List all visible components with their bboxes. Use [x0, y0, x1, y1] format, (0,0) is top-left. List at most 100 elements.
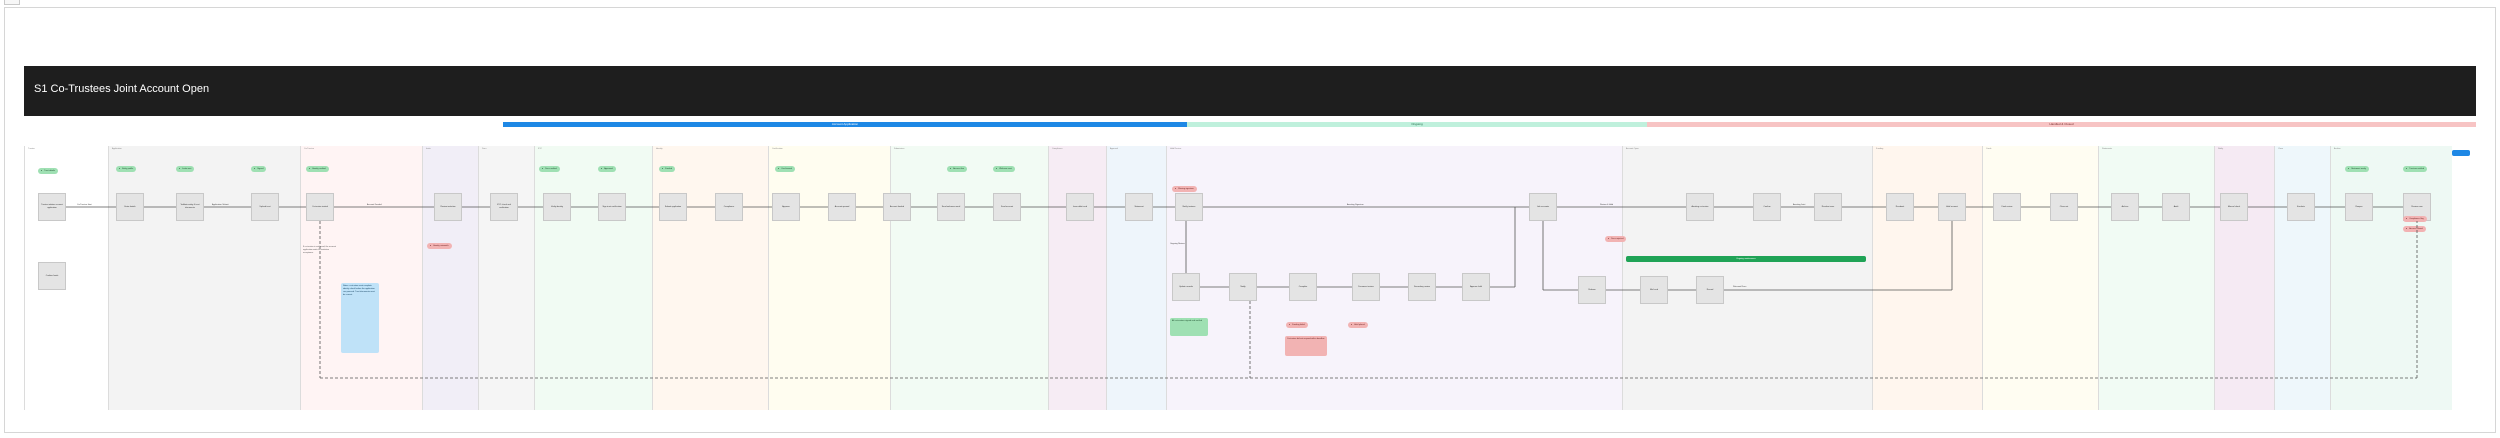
process-step[interactable]: Approve hold: [1462, 273, 1490, 301]
expand-button[interactable]: [2452, 150, 2470, 156]
process-step[interactable]: Approve: [772, 193, 800, 221]
swimlane-label: Certification: [772, 148, 783, 150]
process-step[interactable]: Update records: [1172, 273, 1200, 301]
warning-tag: Hold placed: [1348, 322, 1368, 328]
flow-label: Review & Hold: [1600, 204, 1614, 206]
frame-tab[interactable]: [4, 0, 20, 5]
process-step[interactable]: Send welcome email: [937, 193, 965, 221]
process-step[interactable]: Verify identity: [543, 193, 571, 221]
process-step[interactable]: Mail card: [1640, 276, 1668, 304]
process-step[interactable]: Manual check: [2220, 193, 2248, 221]
status-tag: Statement ready: [2345, 166, 2369, 172]
swimlane-label: Co-Trustee: [304, 148, 314, 150]
process-step[interactable]: Awaiting co-trustee: [1686, 193, 1714, 221]
process-step[interactable]: Close out: [2050, 193, 2078, 221]
swimlane: Application: [108, 146, 300, 410]
swimlane-label: Notify: [2218, 148, 2224, 150]
process-step[interactable]: Audit: [2162, 193, 2190, 221]
status-tag: Trustees notified: [2403, 166, 2427, 172]
process-step[interactable]: Link accounts: [1529, 193, 1557, 221]
process-step[interactable]: Complete: [1289, 273, 1317, 301]
process-step[interactable]: Account funded: [883, 193, 911, 221]
process-step[interactable]: Reopen: [2345, 193, 2373, 221]
flow-label: Awaiting Signature: [1347, 204, 1364, 206]
diagram-title: S1 Co-Trustees Joint Account Open: [34, 83, 210, 95]
swimlane-label: Archive: [2334, 148, 2341, 150]
phase-label: Account Application: [831, 122, 859, 126]
process-step[interactable]: Submit application: [659, 193, 687, 221]
swimlane: Close: [2274, 146, 2330, 410]
status-tag: Account live: [947, 166, 968, 172]
swimlane-label: Application: [112, 148, 122, 150]
process-step[interactable]: Document review: [1352, 273, 1380, 301]
process-step[interactable]: Hold account: [1938, 193, 1966, 221]
swimlane-label: Hold Review: [1170, 148, 1182, 150]
status-tag: Trust details: [38, 168, 59, 174]
process-step[interactable]: Review invitation: [434, 193, 462, 221]
process-step[interactable]: Notify: [1229, 273, 1257, 301]
maintenance-bar-label: Ongoing maintenance: [1736, 258, 1756, 260]
flow-label: Account Funded: [367, 204, 382, 206]
process-step[interactable]: Account opened: [828, 193, 856, 221]
process-step[interactable]: Validate entity & trust documents: [176, 193, 204, 221]
swimlane-label: Funding: [1876, 148, 1884, 150]
maintenance-bar: Ongoing maintenance: [1626, 256, 1866, 262]
swimlane-label: Approval: [1110, 148, 1118, 150]
process-step[interactable]: Final review: [1993, 193, 2021, 221]
swimlane: Statements: [2098, 146, 2214, 410]
process-step[interactable]: Resubmit: [1886, 193, 1914, 221]
phase-bar-ongoing: Ongoing: [1187, 122, 1647, 127]
process-step[interactable]: Co-trustee invited: [306, 193, 334, 221]
warning-tag: Identity mismatch: [427, 243, 452, 249]
swimlane: Certification: [768, 146, 890, 410]
warning-tag: Docs rejected: [1605, 236, 1627, 242]
swimlane: Trustee: [24, 146, 108, 410]
flow-label: Returned Docs: [1733, 286, 1747, 288]
flow-label: Ongoing Review: [1170, 243, 1185, 245]
status-tag: Signed: [251, 166, 267, 172]
swimlane: Docs: [478, 146, 534, 410]
status-tag: Welcome sent: [993, 166, 1015, 172]
process-step[interactable]: Trustee initiates account application: [38, 193, 66, 221]
phase-bar-closed: Handled & Closed: [1647, 122, 2476, 127]
process-step[interactable]: KYC check and verification: [490, 193, 518, 221]
process-step[interactable]: Confirm: [1753, 193, 1781, 221]
swimlane-label: Identity: [656, 148, 663, 150]
swimlane-label: Trustee: [28, 148, 35, 150]
process-step[interactable]: Fund account: [993, 193, 1021, 221]
swimlane-label: Invite: [426, 148, 431, 150]
swimlane-label: Statements: [2102, 148, 2113, 150]
process-step[interactable]: Resolve issue: [1814, 193, 1842, 221]
process-step[interactable]: Secondary review: [1408, 273, 1436, 301]
swimlane: Submission: [890, 146, 1048, 410]
process-step[interactable]: Archive: [2111, 193, 2139, 221]
diagram-header: S1 Co-Trustees Joint Account Open: [24, 66, 2476, 116]
process-step[interactable]: Issue debit card: [1066, 193, 1094, 221]
process-step[interactable]: Statement: [1125, 193, 1153, 221]
swimlane-label: Account Open: [1626, 148, 1639, 150]
warning-note: Co-trustee did not respond within deadli…: [1285, 336, 1327, 356]
flow-label: Application Submit: [212, 204, 229, 206]
phase-label: Handled & Closed: [2049, 122, 2074, 126]
swimlane-label: Compliance: [1052, 148, 1063, 150]
process-step[interactable]: Release: [1578, 276, 1606, 304]
process-step[interactable]: Notify trustees: [1175, 193, 1203, 221]
success-note: All co-trustees signed and verified: [1170, 318, 1208, 336]
process-step[interactable]: Escalate: [2287, 193, 2315, 221]
process-step[interactable]: Upload trust: [251, 193, 279, 221]
status-tag: Docs verified: [539, 166, 560, 172]
swimlane: Identity: [652, 146, 768, 410]
status-tag: Identity verified: [306, 166, 329, 172]
process-step[interactable]: Confirm funds: [38, 262, 66, 290]
flow-label: Awaiting Joint: [1793, 204, 1806, 206]
process-step[interactable]: Sign trust certification: [598, 193, 626, 221]
status-tag: Card issued: [775, 166, 795, 172]
process-step[interactable]: Enter details: [116, 193, 144, 221]
status-tag: Invite sent: [176, 166, 195, 172]
swimlane: Compliance: [1048, 146, 1106, 410]
plain-note: If co-trustee is not found, the account …: [303, 246, 336, 254]
process-step[interactable]: Compliance: [715, 193, 743, 221]
swimlane: Archive: [2330, 146, 2452, 410]
process-step[interactable]: Record: [1696, 276, 1724, 304]
